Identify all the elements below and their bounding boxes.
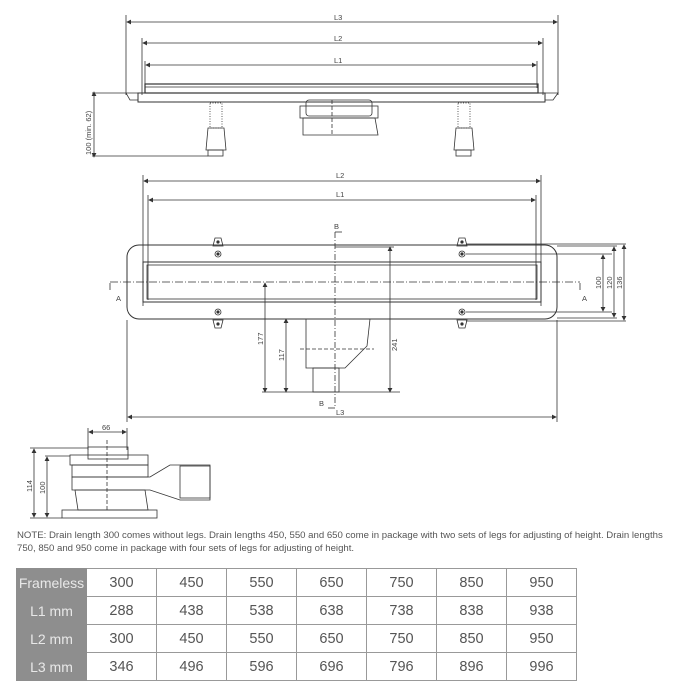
table-cell: 596 [226,652,297,681]
top-view [109,175,627,422]
dim-136-label: 136 [615,276,624,289]
table-cell: 796 [366,652,437,681]
table-cell: 738 [366,596,437,625]
dim-l1-label: L1 [334,56,342,65]
top-dim-l1-label: L1 [336,190,344,199]
section-b-top-label: B [334,222,339,231]
dim-177-label: 177 [256,332,265,345]
dimensions-table: Frameless 300 450 550 650 750 850 950 L1… [16,568,577,681]
table-cell: 950 [506,624,577,653]
top-dim-l3-label: L3 [336,408,344,417]
table-cell: 496 [156,652,227,681]
table-row: L3 mm 346 496 596 696 796 896 996 [16,652,577,681]
table-row: Frameless 300 450 550 650 750 850 950 [16,568,577,597]
top-dim-l2-label: L2 [336,171,344,180]
table-cell: 638 [296,596,367,625]
table-cell: 996 [506,652,577,681]
table-row: L2 mm 300 450 550 650 750 850 950 [16,624,577,653]
table-cell: 650 [296,568,367,597]
table-cell: 438 [156,596,227,625]
dim-241-label: 241 [390,338,399,351]
section-a-left-label: A [116,294,121,303]
table-cell: 300 [86,624,157,653]
section-a-right-label: A [582,294,587,303]
table-cell: 650 [296,624,367,653]
table-cell: 850 [436,568,507,597]
section-b-bottom-label: B [319,399,324,408]
table-cell: 346 [86,652,157,681]
table-cell: 896 [436,652,507,681]
dim-120-label: 120 [605,276,614,289]
row-header: Frameless [16,568,87,597]
table-row: L1 mm 288 438 538 638 738 838 938 [16,596,577,625]
table-cell: 450 [156,568,227,597]
dim-section-100-label: 100 [38,481,47,494]
table-cell: 838 [436,596,507,625]
table-cell: 550 [226,624,297,653]
table-cell: 938 [506,596,577,625]
table-cell: 538 [226,596,297,625]
table-cell: 850 [436,624,507,653]
section-view [30,428,211,519]
row-header: L3 mm [16,652,87,681]
dim-l3-label: L3 [334,13,342,22]
technical-drawing: L3 L2 L1 100 (min. 62) [25,13,627,519]
dim-height-label: 100 (min. 62) [84,110,93,155]
table-cell: 550 [226,568,297,597]
table-cell: 300 [86,568,157,597]
table-cell: 750 [366,568,437,597]
dim-66-label: 66 [102,423,110,432]
dim-l2-label: L2 [334,34,342,43]
row-header: L1 mm [16,596,87,625]
dim-117-label: 117 [277,349,286,361]
table-cell: 288 [86,596,157,625]
table-cell: 696 [296,652,367,681]
table-cell: 450 [156,624,227,653]
dim-114-label: 114 [25,480,34,492]
side-view [91,15,559,158]
row-header: L2 mm [16,624,87,653]
dim-100-label: 100 [594,276,603,289]
table-cell: 750 [366,624,437,653]
table-cell: 950 [506,568,577,597]
legs-note: NOTE: Drain length 300 comes without leg… [17,530,663,554]
